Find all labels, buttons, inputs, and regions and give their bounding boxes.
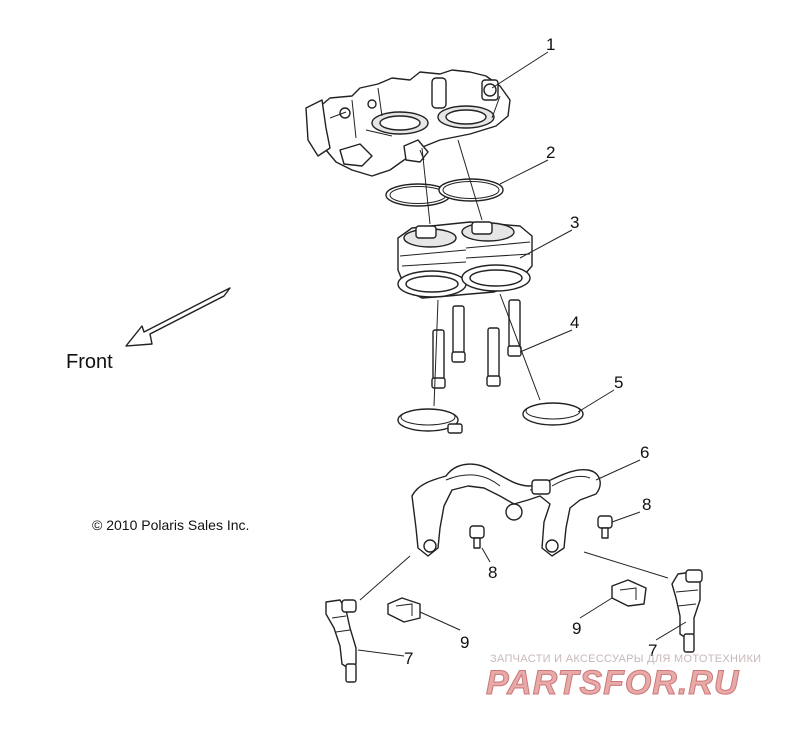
screws (469, 515, 613, 549)
callout-7-left: 7 (404, 649, 413, 668)
clamps (397, 402, 584, 434)
front-arrow (125, 287, 231, 347)
callout-9-left: 9 (460, 633, 469, 652)
watermark-tagline: ЗАПЧАСТИ И АКСЕССУАРЫ ДЛЯ МОТОТЕХНИКИ (490, 653, 761, 665)
callout-9-right: 9 (572, 619, 581, 638)
callout-4: 4 (570, 313, 579, 332)
watermark: ЗАПЧАСТИ И АКСЕССУАРЫ ДЛЯ МОТОТЕХНИКИ PA… (486, 653, 762, 703)
watermark-brand: PARTSFOR.RU (486, 664, 740, 702)
callout-3: 3 (570, 213, 579, 232)
bolts (431, 299, 522, 389)
callout-6: 6 (640, 443, 649, 462)
callout-8-left: 8 (488, 563, 497, 582)
fuel-rail (411, 463, 601, 557)
callout-numbers: 1 2 3 4 5 6 8 8 7 9 9 7 (404, 35, 657, 668)
callout-8-right: 8 (642, 495, 651, 514)
o-rings (385, 178, 504, 207)
front-label: Front (66, 351, 113, 373)
callout-7-right: 7 (648, 641, 657, 660)
callout-1: 1 (546, 35, 555, 54)
copyright-text: © 2010 Polaris Sales Inc. (92, 517, 249, 533)
callout-5: 5 (614, 373, 623, 392)
callout-2: 2 (546, 143, 555, 162)
throttle-body (305, 69, 511, 177)
fuel-injectors (325, 569, 703, 683)
intake-boots (397, 221, 533, 299)
leader-lines (357, 51, 687, 657)
